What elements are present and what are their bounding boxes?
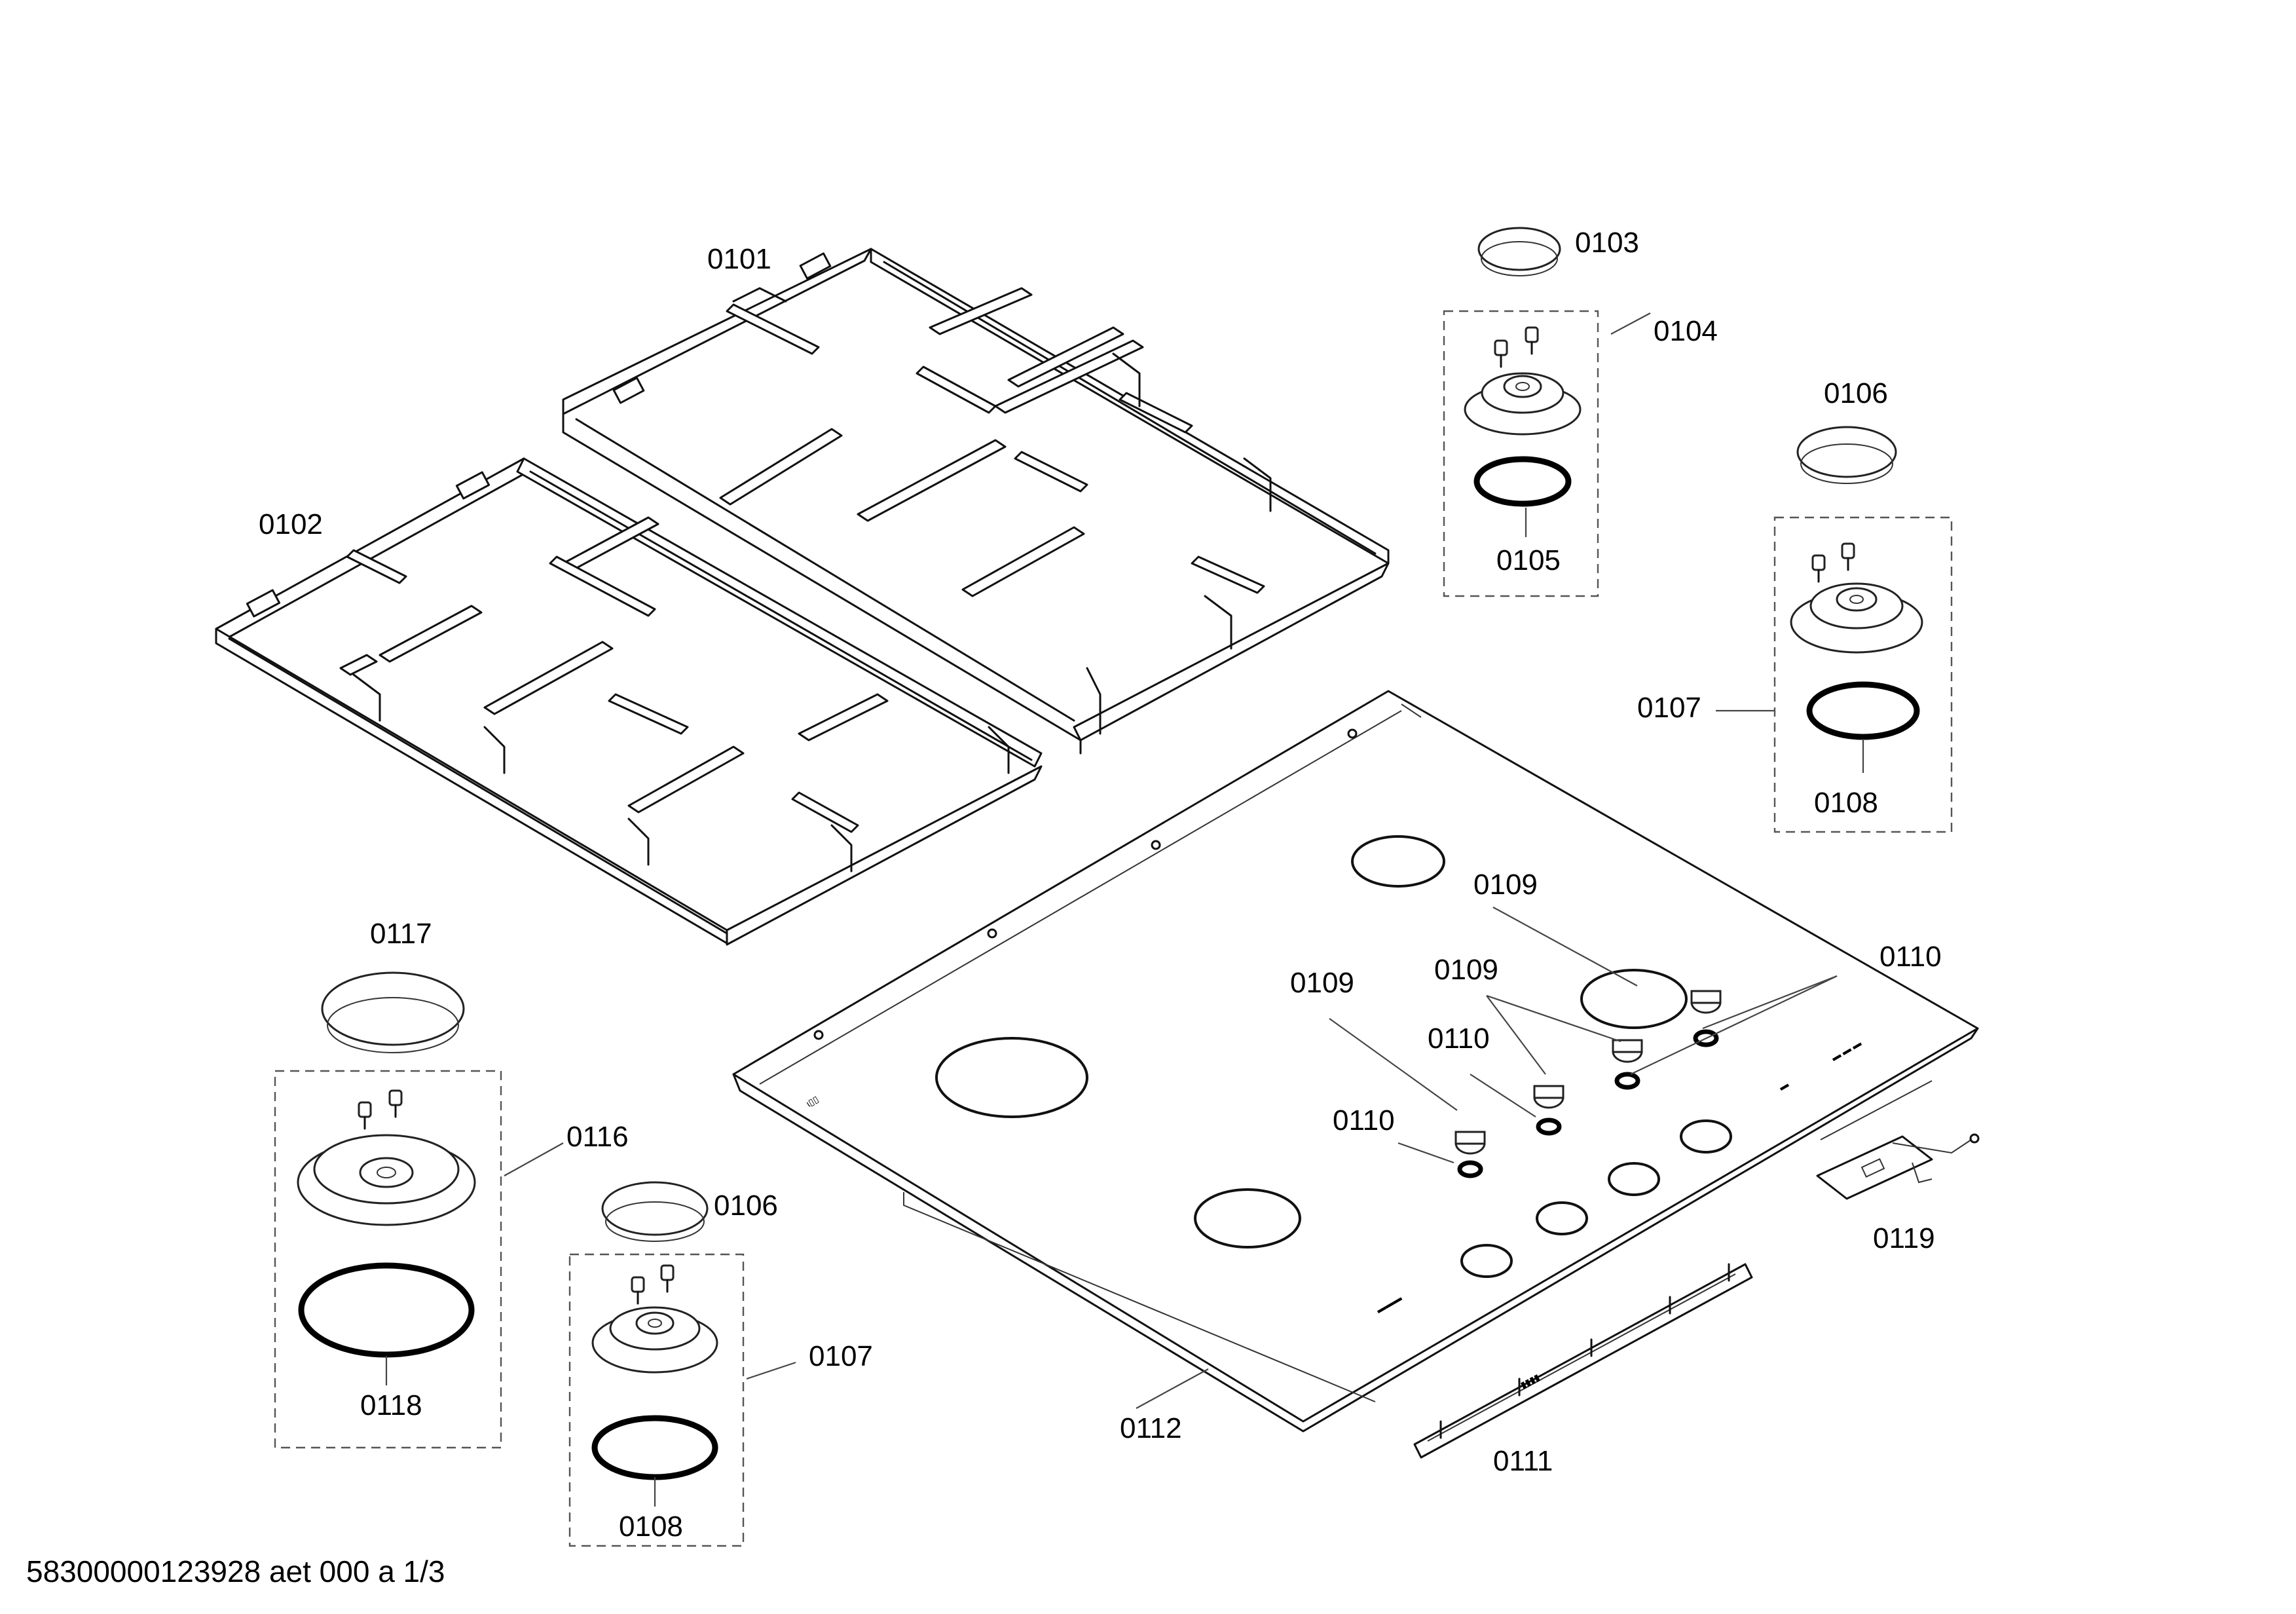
label-0107-bottom: 0107	[809, 1340, 873, 1372]
document-footer-code: 58300000123928 aet 000 a 1/3	[26, 1554, 445, 1588]
svg-text:▬ ▬ ▬: ▬ ▬ ▬	[1830, 1038, 1863, 1063]
label-0110-mid: 0110	[1428, 1023, 1490, 1055]
label-0105: 0105	[1496, 544, 1561, 576]
seal-ring-0108-right	[1806, 681, 1920, 740]
burner-group-0107-bottom	[568, 1181, 745, 1547]
label-0109-top: 0109	[1473, 869, 1538, 901]
label-0108-right: 0108	[1814, 787, 1878, 819]
hob-top-0112: ɩ▯▯ ▬▬▬ ▬ ▬ ▬ ▬	[732, 690, 1979, 1433]
label-0109-left: 0109	[1290, 967, 1354, 999]
label-0112: 0112	[1120, 1412, 1182, 1444]
label-0102: 0102	[259, 508, 323, 540]
label-0110-right: 0110	[1879, 941, 1942, 973]
burner-cap-0106-right	[1796, 426, 1897, 478]
label-0119: 0119	[1873, 1222, 1935, 1254]
label-0103: 0103	[1575, 227, 1639, 259]
svg-text:ɩ▯▯: ɩ▯▯	[805, 1093, 821, 1108]
burner-group-0116	[274, 971, 502, 1449]
svg-text:▬: ▬	[1777, 1079, 1790, 1093]
burner-cap-0117	[321, 971, 465, 1046]
label-0107-right: 0107	[1637, 692, 1701, 724]
label-0116: 0116	[566, 1121, 629, 1153]
part-labels: 0101 0102 0103 0104 0105 0106 0107 0108 …	[259, 227, 1942, 1543]
label-0106-right: 0106	[1824, 377, 1888, 409]
label-0106-bottom: 0106	[714, 1190, 778, 1222]
label-0111: 0111	[1493, 1445, 1553, 1477]
leader-lines	[385, 312, 1864, 1507]
burner-hole-front	[1194, 1188, 1301, 1248]
label-0104: 0104	[1654, 315, 1718, 347]
rail-0111: ▮▮▮▮	[1413, 1263, 1753, 1459]
seal-ring-0108-bottom	[591, 1415, 718, 1480]
svg-text:▮▮▮▮: ▮▮▮▮	[1519, 1372, 1542, 1391]
burner-hole-back	[1351, 835, 1445, 888]
label-0117: 0117	[370, 918, 432, 950]
burner-hole-right	[1580, 969, 1688, 1029]
label-0109-mid: 0109	[1434, 954, 1498, 986]
burner-cap-0103	[1477, 227, 1561, 271]
burner-group-0107-right	[1773, 426, 1953, 833]
burner-group-0104	[1443, 227, 1599, 597]
burner-hole-large	[935, 1037, 1088, 1118]
seal-ring-0105	[1473, 456, 1572, 507]
label-0108-bottom: 0108	[619, 1511, 683, 1543]
burner-cap-0106-bottom	[601, 1181, 709, 1236]
ignition-unit-0119	[1816, 1133, 1980, 1200]
seal-ring-0118	[298, 1262, 475, 1358]
svg-text:▬▬▬: ▬▬▬	[1375, 1292, 1403, 1315]
label-0118: 0118	[360, 1389, 422, 1421]
pan-support-0102	[215, 457, 1043, 946]
label-0110-left: 0110	[1333, 1104, 1395, 1136]
label-0101: 0101	[707, 243, 771, 275]
pan-support-0101	[562, 248, 1390, 755]
